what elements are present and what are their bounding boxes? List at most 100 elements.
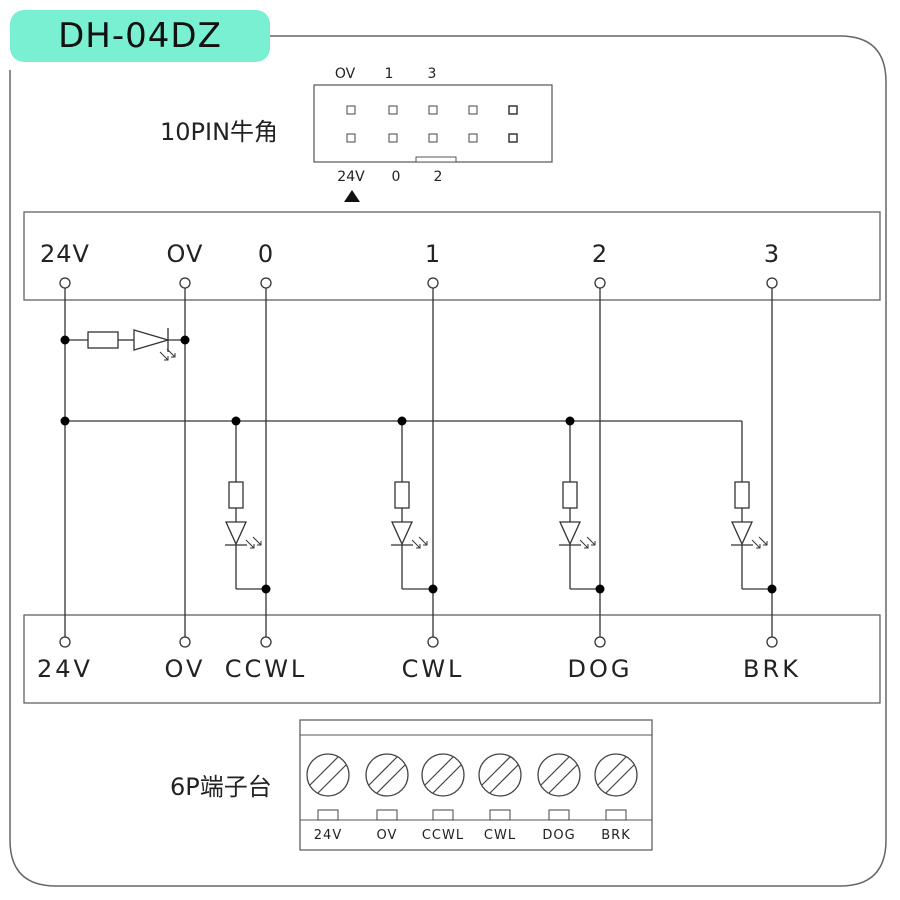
top-terminal-node (766, 277, 778, 289)
light-arrow (411, 539, 421, 549)
terminal-pin-tab (376, 809, 398, 821)
header-pin (388, 105, 398, 115)
top-terminal-label-ov: OV (167, 240, 204, 268)
junction-dot (397, 416, 407, 426)
screw-icon (365, 753, 409, 797)
led-icon (730, 521, 754, 546)
light-arrow (751, 539, 761, 549)
resistor-icon (734, 481, 750, 509)
header-connector-label: 10PIN牛角 (160, 118, 278, 146)
bottom-terminal-label-dog: DOG (568, 655, 633, 683)
light-arrow-head (423, 541, 428, 546)
header-pin (428, 133, 438, 143)
header-connector-key (415, 156, 457, 163)
screw-icon (421, 753, 465, 797)
screw-slot (605, 764, 635, 794)
screw-slot (424, 756, 454, 786)
header-pin-label-0: 0 (392, 169, 401, 185)
header-pin (346, 133, 356, 143)
led-icon (390, 521, 414, 546)
header-pin (508, 133, 518, 143)
screw-slot (368, 756, 398, 786)
light-arrows-icon (245, 536, 262, 549)
junction-dot (261, 584, 271, 594)
screw-slot (317, 764, 347, 794)
bottom-terminal-node (427, 636, 439, 648)
led-icon (224, 521, 248, 546)
screw-icon (306, 753, 350, 797)
light-arrow (252, 536, 262, 546)
terminal-block-body (299, 719, 653, 851)
terminal-pin-tab (548, 809, 570, 821)
header-pin-label-3: 3 (428, 66, 437, 82)
pin1-marker-icon (344, 190, 360, 202)
screw-icon (537, 753, 581, 797)
bottom-terminal-label-ov: OV (165, 655, 206, 683)
terminal-block-pin-label-ov: OV (377, 828, 398, 843)
bottom-terminal-label-24v: 24V (37, 655, 93, 683)
screw-icon (478, 753, 522, 797)
terminal-block-pin-label-cwl: CWL (484, 828, 516, 843)
resistor-icon (87, 331, 119, 349)
junction-dot (428, 584, 438, 594)
screw-slot (489, 764, 519, 794)
top-terminal-label-1: 1 (425, 240, 441, 268)
light-arrows-icon (751, 536, 768, 549)
header-connector: 10PIN牛角 OV 1 3 24V 0 2 (160, 66, 553, 202)
screw-slot (481, 756, 511, 786)
led-icon (558, 521, 582, 546)
light-arrow-head (584, 544, 589, 549)
led-icon (133, 329, 171, 351)
header-pin (428, 105, 438, 115)
top-terminal-strip (23, 211, 881, 301)
light-arrow (159, 351, 169, 361)
terminal-pin-tab (605, 809, 627, 821)
top-terminal-label-24v: 24V (40, 240, 90, 268)
header-pin (508, 105, 518, 115)
screw-slot (540, 756, 570, 786)
header-pin-label-ov: OV (335, 66, 356, 82)
header-pin (388, 133, 398, 143)
junction-dot (60, 335, 70, 345)
top-terminal-node (179, 277, 191, 289)
light-arrow-head (756, 544, 761, 549)
header-pin (346, 105, 356, 115)
screw-slot (432, 764, 462, 794)
terminal-block-pin-label-brk: BRK (601, 828, 630, 843)
top-terminal-label-0: 0 (258, 240, 274, 268)
light-arrows-icon (411, 536, 428, 549)
header-pin (468, 105, 478, 115)
bottom-terminal-label-ccwl: CCWL (225, 655, 308, 683)
screw-slot (309, 756, 339, 786)
header-pin-label-1: 1 (385, 66, 394, 82)
resistor-icon (394, 481, 410, 509)
bottom-terminal-label-brk: BRK (743, 655, 801, 683)
light-arrow-head (416, 544, 421, 549)
junction-dot (231, 416, 241, 426)
terminal-pin-tab (432, 809, 454, 821)
header-pin-label-24v: 24V (337, 169, 365, 185)
screw-slot (597, 756, 627, 786)
bottom-terminal-node (594, 636, 606, 648)
light-arrow (418, 536, 428, 546)
header-pin (468, 133, 478, 143)
light-arrow-head (763, 541, 768, 546)
screw-slot (376, 764, 406, 794)
bottom-terminal-strip (23, 614, 881, 704)
light-arrow-head (171, 353, 176, 358)
terminal-pin-tab (489, 809, 511, 821)
light-arrow (166, 348, 176, 358)
model-title: DH-04DZ (10, 10, 270, 62)
light-arrow-head (164, 356, 169, 361)
top-terminal-label-2: 2 (592, 240, 608, 268)
light-arrow (758, 536, 768, 546)
junction-dot (60, 416, 70, 426)
bottom-terminal-node (260, 636, 272, 648)
terminal-pin-tab (317, 809, 339, 821)
top-terminal-node (594, 277, 606, 289)
junction-dot (767, 584, 777, 594)
top-terminal-node (427, 277, 439, 289)
light-arrow (245, 539, 255, 549)
